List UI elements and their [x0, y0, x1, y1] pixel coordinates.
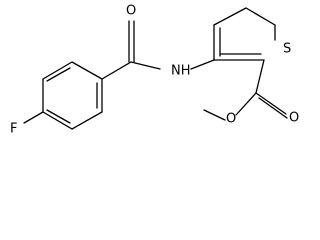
fluorine-atom-label: F: [10, 122, 17, 137]
ring-bond: [71, 61, 103, 80]
ester-ether-oxygen-label: O: [226, 112, 236, 127]
ring-bond: [42, 111, 73, 130]
nitrogen-thiophene-bond: [190, 59, 215, 70]
methoxy-bond: [203, 109, 226, 121]
thiophene-ring: [213, 7, 276, 61]
amide-nitrogen-label: NH: [171, 64, 191, 79]
ring-bond: [245, 7, 276, 26]
aryl-carbonyl-bond: [101, 61, 132, 80]
ester-carbonyl-double-bond: [255, 92, 287, 115]
carbon-fluorine-bond: [23, 111, 44, 124]
carbonyl-nitrogen-bond: [130, 61, 161, 70]
ester-carbonyl-double-bond: [258, 97, 288, 119]
chemical-structure-diagram: F O NH S O O: [10, 4, 299, 137]
ring-bond: [42, 61, 73, 80]
amide-oxygen-label: O: [126, 4, 136, 19]
thiophene-sulfur-label: S: [283, 42, 291, 57]
thiophene-ester-bond: [255, 59, 265, 94]
ring-bond: [71, 111, 103, 130]
ester-carbonyl-oxygen-label: O: [289, 111, 299, 126]
fluorophenyl-ring: [42, 61, 103, 130]
ring-double-bond: [46, 109, 71, 124]
ring-bond: [213, 7, 247, 26]
ring-double-bond: [46, 67, 71, 82]
ester-single-bond: [235, 92, 257, 116]
